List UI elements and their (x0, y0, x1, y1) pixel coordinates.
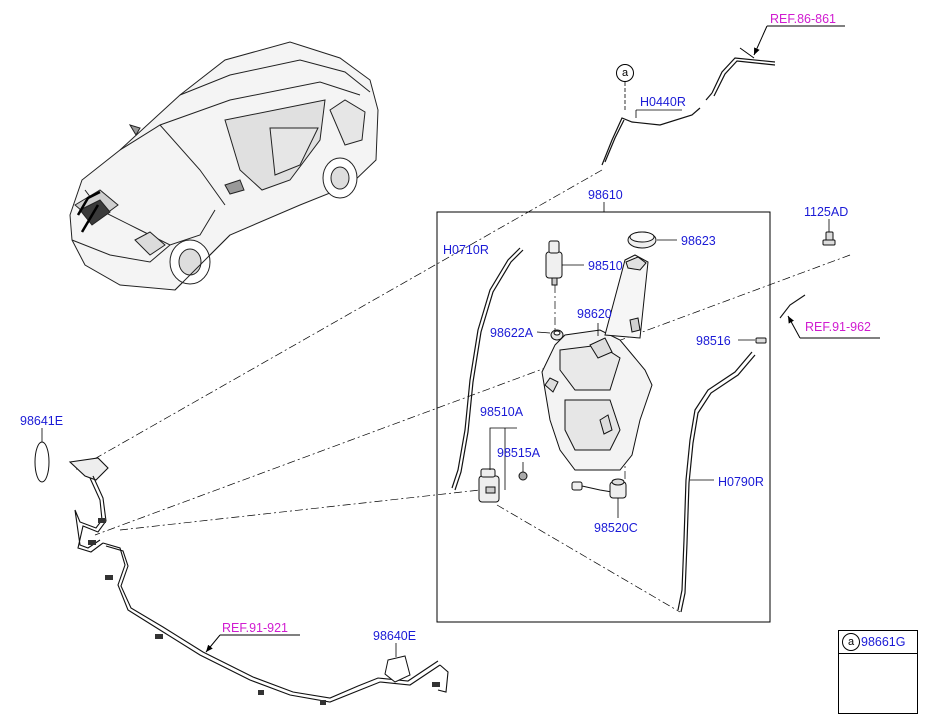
hose-h0440r (601, 57, 776, 166)
washer-cap-98640e (384, 655, 411, 683)
part-h0790r-label[interactable]: H0790R (718, 475, 764, 489)
part-98520c-label[interactable]: 98520C (594, 521, 638, 535)
legend-marker: a (842, 633, 860, 651)
pump-grommet (518, 471, 528, 481)
filler-cap (627, 231, 657, 249)
legend-box: a 98661G (838, 630, 918, 714)
marker-a: a (616, 64, 634, 82)
part-98510a-label[interactable]: 98510A (480, 405, 524, 419)
assembly-frame (436, 211, 771, 623)
connector-98516 (755, 337, 767, 344)
vehicle-illustration (69, 41, 379, 291)
part-98623-label[interactable]: 98623 (681, 234, 716, 248)
hose-h0790r (677, 351, 756, 613)
hose-clips (88, 518, 440, 705)
part-98516-label[interactable]: 98516 (696, 334, 731, 348)
part-98640e-label[interactable]: 98640E (373, 629, 417, 643)
hose-h0710r (451, 247, 524, 491)
part-98641e-label[interactable]: 98641E (20, 414, 64, 428)
ref-91-962-arrow (787, 315, 801, 339)
headlamp-washer-hose (68, 457, 449, 703)
ref-91-921-arrow (205, 634, 221, 653)
98622a-leader (536, 331, 551, 334)
part-98610-label[interactable]: 98610 (588, 188, 623, 202)
legend-divider (839, 653, 917, 654)
part-98515a-label[interactable]: 98515A (497, 446, 541, 460)
washer-cap-98641e (34, 441, 50, 483)
part-98620-label[interactable]: 98620 (577, 307, 612, 321)
ref-86-861-label[interactable]: REF.86-861 (770, 12, 837, 26)
ref-86-861-arrow (753, 25, 768, 56)
hose-to-ref-91-962 (779, 294, 806, 319)
ref-91-921-label[interactable]: REF.91-921 (222, 621, 289, 635)
part-98510-label[interactable]: 98510 (588, 259, 623, 273)
98510a-bracket (489, 427, 517, 490)
part-h0710r-label[interactable]: H0710R (443, 243, 489, 257)
part-1125ad-label[interactable]: 1125AD (804, 205, 849, 219)
level-sensor (571, 478, 627, 499)
ref-91-962-label[interactable]: REF.91-962 (805, 320, 872, 334)
legend-part-98661g-label[interactable]: 98661G (861, 635, 906, 649)
grommet (550, 329, 564, 341)
part-98622a-label[interactable]: 98622A (490, 326, 534, 340)
washer-nozzle-hood-highlight (76, 190, 101, 233)
ref-86-861-leader (739, 47, 755, 59)
dash-dot-leaders (74, 169, 851, 613)
bolt (822, 231, 836, 246)
headlamp-washer-pump (478, 468, 500, 503)
washer-reservoir (541, 254, 653, 471)
washer-pump (545, 240, 563, 286)
part-h0440r-label[interactable]: H0440R (640, 95, 686, 109)
